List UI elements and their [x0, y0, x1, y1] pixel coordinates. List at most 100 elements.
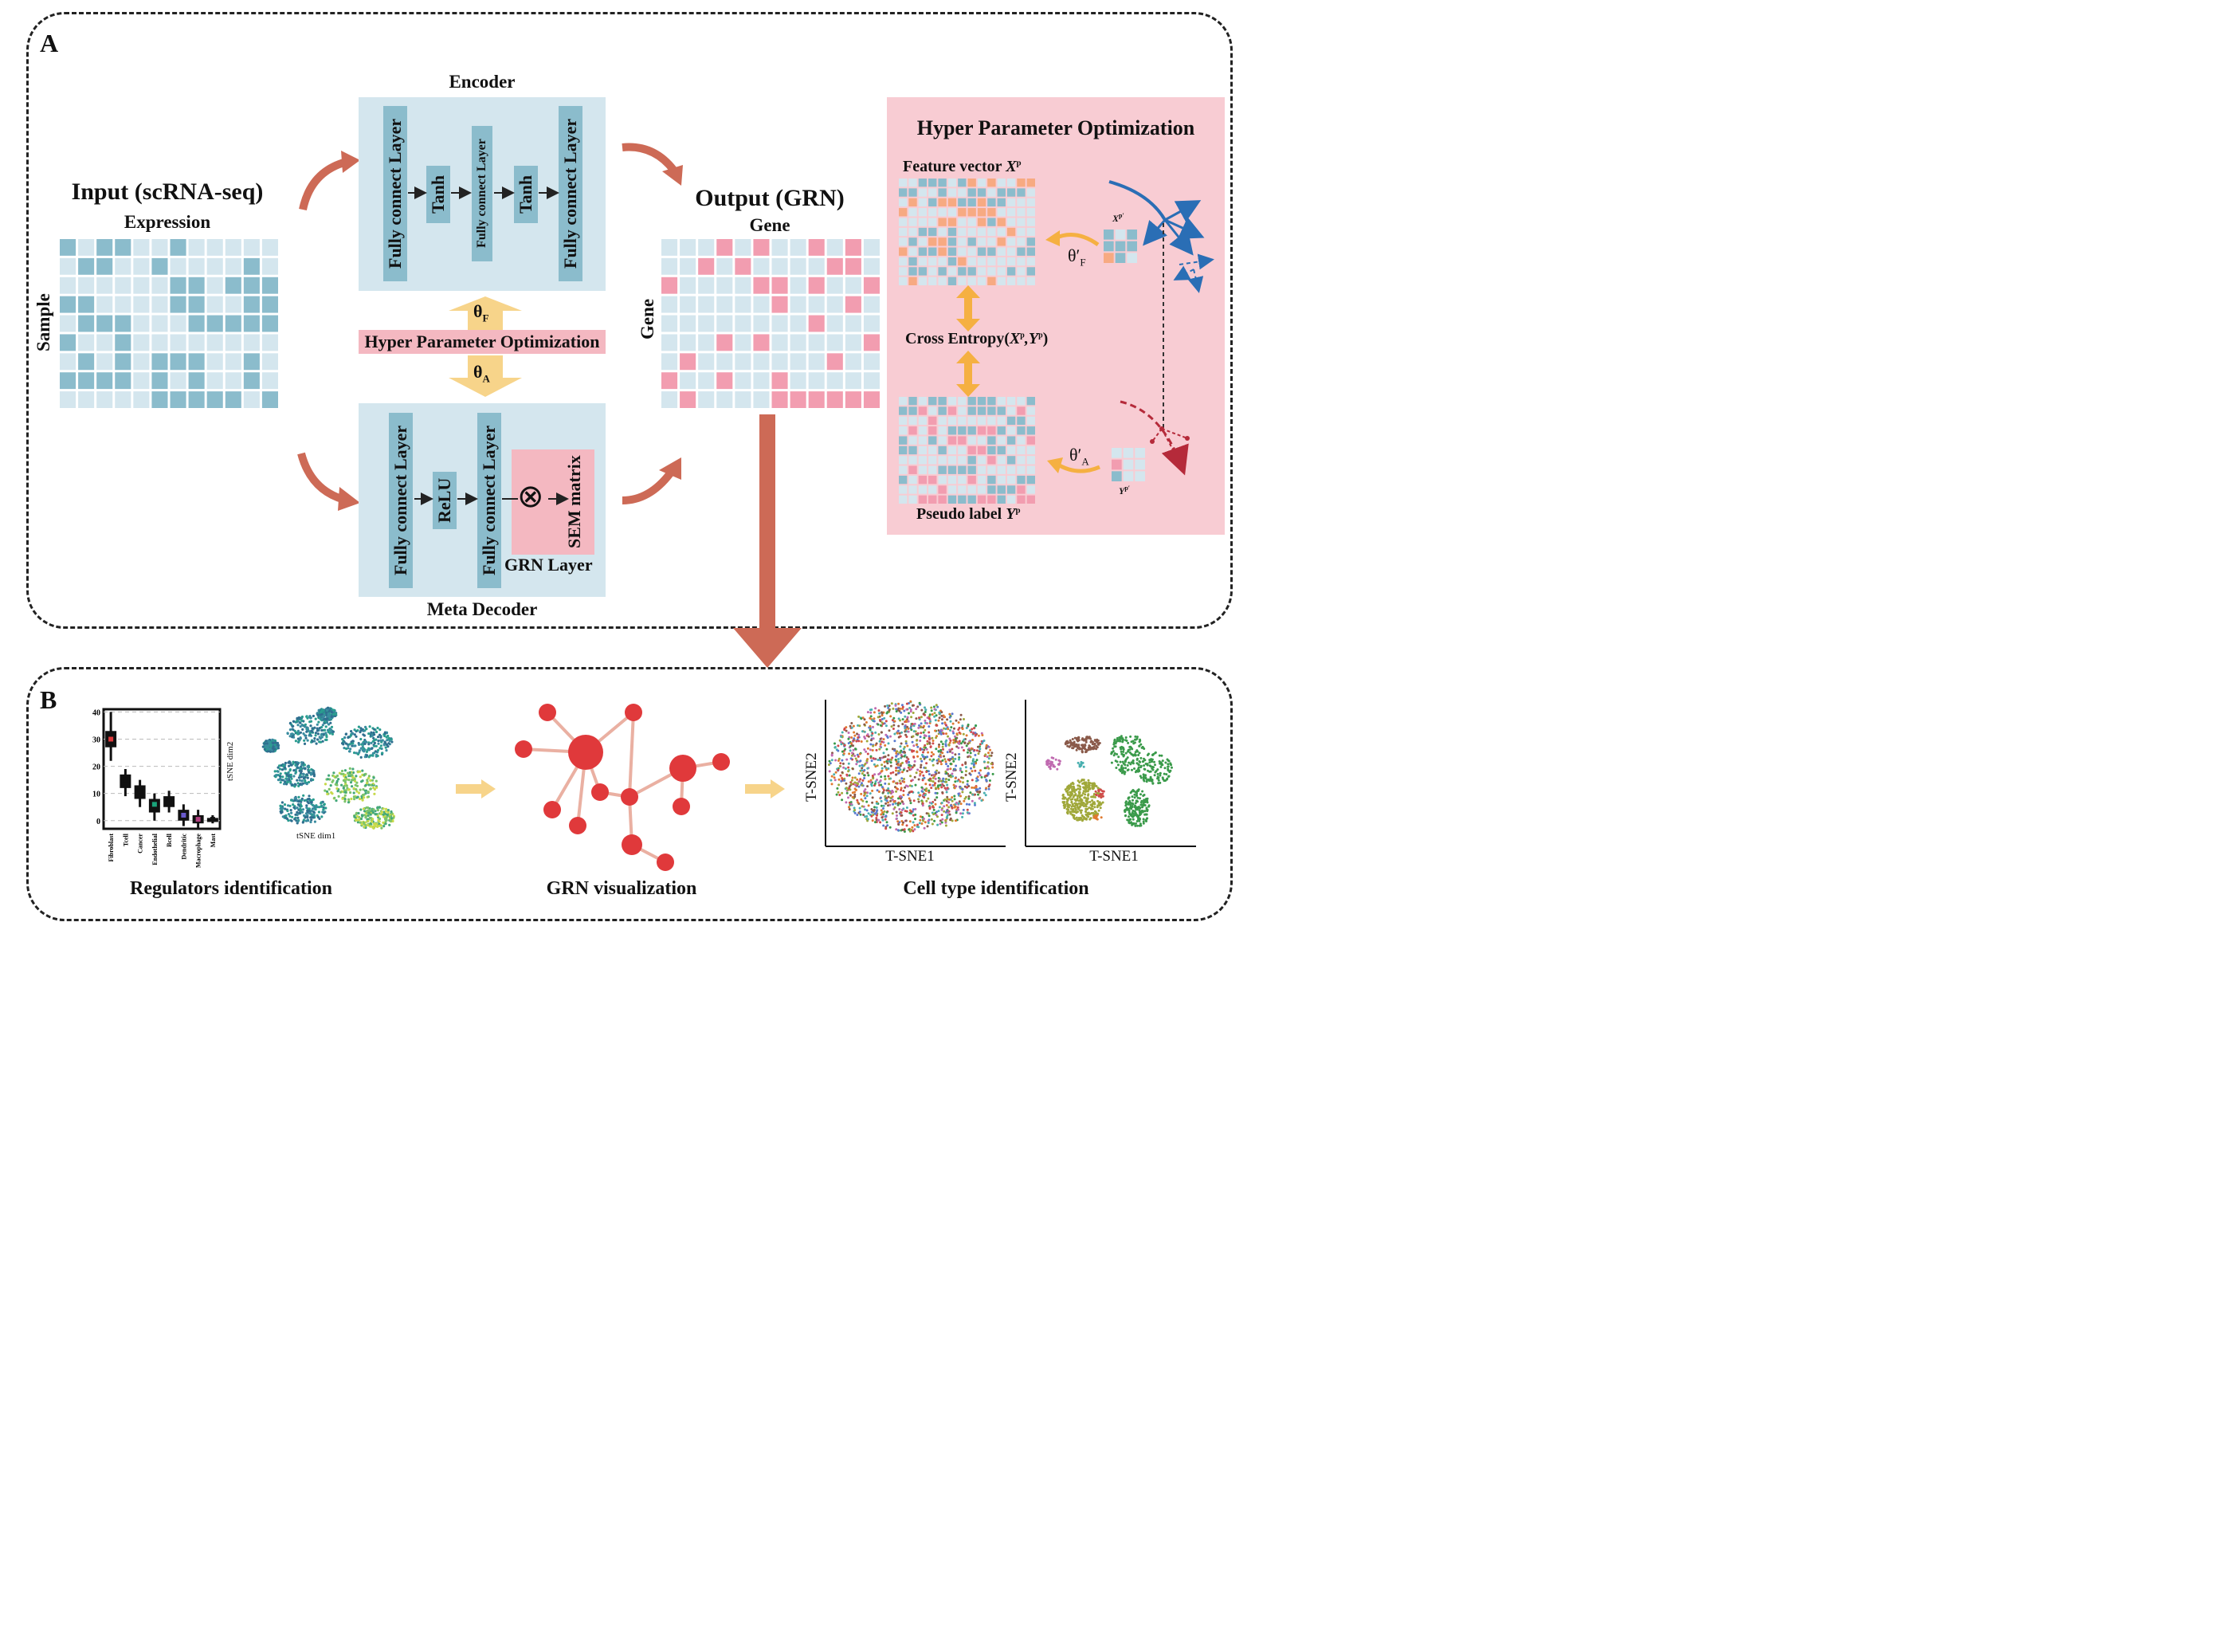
cell-point [858, 764, 861, 767]
tsne-point [367, 819, 370, 822]
cell-point [1158, 754, 1161, 757]
cell-point [872, 744, 875, 748]
tsne-point [390, 738, 393, 741]
tsne-point [306, 776, 309, 779]
matrix-cell [977, 247, 986, 256]
cell-point [905, 736, 908, 738]
matrix-cell [967, 179, 976, 187]
cell-point [945, 816, 948, 819]
cell-point [971, 786, 974, 789]
matrix-cell [261, 257, 278, 275]
cell-point [902, 802, 905, 806]
cell-point [925, 762, 928, 765]
cell-point [924, 821, 927, 824]
matrix-cell [243, 372, 260, 390]
tsne-point [299, 721, 302, 724]
cell-point [856, 799, 859, 802]
tsne-point [373, 733, 376, 736]
cell-point [871, 801, 874, 804]
tsne-point [296, 820, 300, 823]
matrix-cell [987, 495, 996, 504]
tsne-point [330, 715, 333, 718]
matrix-cell [1017, 406, 1026, 415]
matrix-cell [958, 426, 967, 435]
cell-point [840, 779, 843, 783]
matrix-cell [908, 426, 917, 435]
cell-point [853, 806, 856, 810]
cell-point [967, 797, 971, 800]
matrix-cell [899, 406, 908, 415]
tsne-point [312, 814, 316, 817]
tsne-point [298, 811, 301, 814]
cell-point [1097, 743, 1100, 746]
cell-point [980, 732, 983, 735]
tsne-point [367, 732, 371, 736]
cell-point [1081, 803, 1084, 806]
tsne-point [387, 742, 390, 745]
cell-point [1145, 808, 1148, 811]
cell-point [880, 799, 883, 802]
cell-point [833, 742, 836, 745]
cell-point [954, 780, 957, 783]
tsne-point [384, 820, 387, 823]
theta-a-prime-label: θ′A [1069, 445, 1089, 468]
matrix-cell [243, 257, 260, 275]
regulators-tsne-plot [261, 706, 395, 830]
matrix-cell [977, 436, 986, 445]
tsne-point [305, 804, 308, 807]
cell-point [934, 719, 937, 722]
matrix-cell [977, 445, 986, 455]
matrix-cell [997, 267, 1006, 276]
cell-point [920, 726, 923, 729]
cell-point [873, 720, 876, 723]
theta-a-arrow [449, 355, 522, 397]
cell-point [1086, 748, 1089, 751]
cell-point [912, 808, 915, 811]
cell-point [920, 708, 924, 712]
grn-edge [628, 712, 635, 798]
tsne-point [368, 725, 371, 728]
cell-point [962, 781, 964, 784]
cell-point [928, 783, 932, 787]
tsne-point [296, 782, 300, 785]
matrix-cell [225, 315, 241, 332]
arrow-input-to-encoder [299, 151, 360, 211]
matrix-cell [753, 334, 770, 351]
cell-point [908, 828, 911, 831]
tsne-point [363, 825, 366, 828]
tsne-point [300, 761, 304, 764]
matrix-cell [261, 277, 278, 294]
tsne-point [356, 821, 359, 824]
cell-point [1080, 760, 1083, 763]
cell-point [1161, 776, 1164, 779]
cell-point [942, 777, 945, 780]
tsne-point [308, 769, 311, 772]
cell-point [987, 772, 990, 775]
matrix-cell [188, 277, 205, 294]
cell-point [988, 783, 991, 787]
celltype-ylabel-1: T-SNE2 [803, 752, 820, 802]
ce-arrow-top [956, 285, 980, 332]
cell-point [949, 729, 951, 732]
cell-point [1150, 759, 1153, 763]
cell-point [864, 788, 867, 791]
cell-point [850, 742, 853, 745]
cell-point [930, 755, 933, 758]
matrix-cell [899, 227, 908, 237]
tsne-point [317, 810, 320, 814]
matrix-cell [243, 391, 260, 408]
cell-point [881, 816, 884, 819]
cell-point [934, 802, 937, 806]
cell-point [917, 798, 920, 801]
cell-point [1163, 779, 1166, 783]
cell-point [924, 719, 927, 722]
cell-point [1078, 791, 1081, 795]
cell-point [903, 709, 906, 712]
tsne-point [322, 807, 325, 810]
decoder-fc-layer-2 [477, 413, 501, 588]
matrix-cell [977, 188, 986, 197]
tsne-point [356, 815, 359, 818]
matrix-cell [958, 397, 967, 406]
cell-point [841, 759, 844, 762]
tsne-point [318, 716, 321, 720]
